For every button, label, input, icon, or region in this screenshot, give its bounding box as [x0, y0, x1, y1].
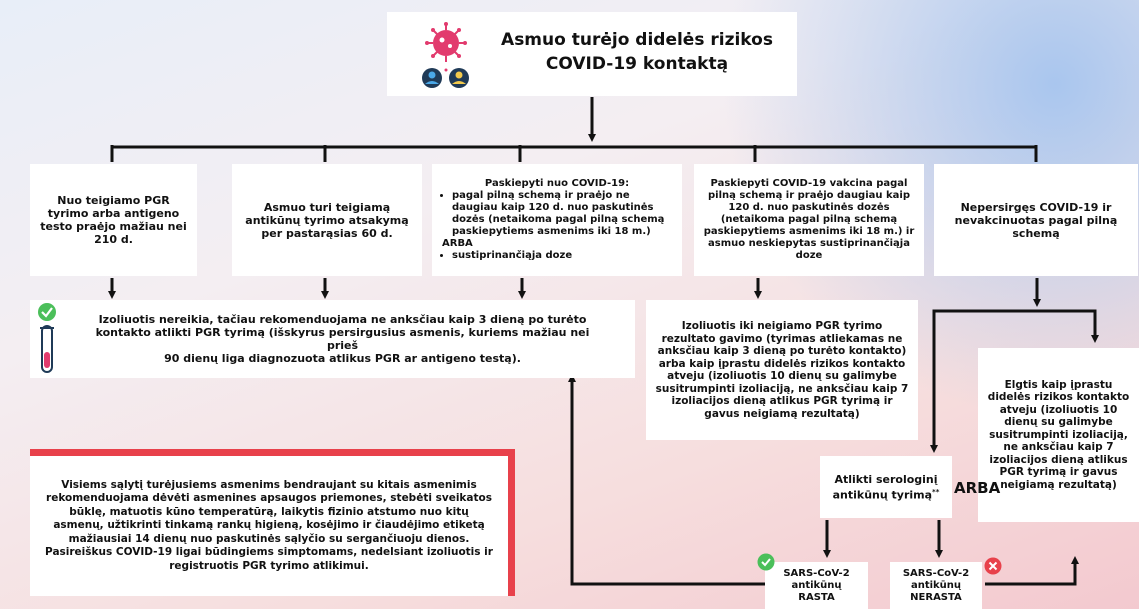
- virus-icon: [422, 22, 469, 88]
- arrow-to-usual: [1037, 309, 1099, 343]
- branch-box-vaccinated-recent: Paskiepyti nuo COVID-19: pagal pilną sch…: [432, 164, 682, 276]
- serology-text: Atlikti serologinį antikūnų tyrimą**: [828, 473, 944, 502]
- no-isolation-box: Izoliuotis nereikia, tačiau rekomenduoja…: [30, 300, 635, 378]
- branch-box-pcr-positive: Nuo teigiamo PGR tyrimo arba antigeno te…: [30, 164, 197, 276]
- isolate-until-pcr-box: Izoliuotis iki neigiamo PGR tyrimo rezul…: [646, 300, 918, 440]
- title-line-2: COVID-19 kontaktą: [545, 54, 729, 74]
- serology-footnote-mark: **: [932, 487, 940, 496]
- branch-list-vaccinated: pagal pilną schemą ir praėjo ne daugiau …: [442, 190, 672, 238]
- check-icon: [757, 553, 775, 571]
- arrow-notfound-to-usual: [985, 556, 1079, 586]
- branch-item-full-schema: pagal pilną schemą ir praėjo ne daugiau …: [452, 190, 672, 238]
- antibodies-not-found-text: SARS-CoV-2 antikūnų NERASTA: [902, 567, 970, 603]
- no-isolation-line-2: kontakto atlikti PGR tyrimą (išskyrus pe…: [95, 326, 590, 339]
- antibodies-found-box: SARS-CoV-2 antikūnų RASTA: [765, 562, 868, 609]
- test-tube-icon: [38, 303, 56, 373]
- branch-text-vaccinated-old: Paskiepyti COVID-19 vakcina pagal pilną …: [703, 178, 915, 261]
- no-isolation-line-3: prieš: [326, 339, 359, 352]
- branch-text-pcr-positive: Nuo teigiamo PGR tyrimo arba antigeno te…: [40, 194, 187, 246]
- branch-arba-label: ARBA: [442, 238, 473, 249]
- serology-label: Atlikti serologinį antikūnų tyrimą: [832, 472, 938, 502]
- no-isolation-text: Izoliuotis nereikia, tačiau rekomenduoja…: [90, 313, 595, 365]
- branch-list-booster: sustiprinančiąja doze: [442, 250, 672, 262]
- branch-head-vaccinated: Paskiepyti nuo COVID-19:: [484, 178, 630, 189]
- arrow-found-to-no-isolation: [568, 374, 770, 586]
- branch-box-unvaccinated: Nepersirgęs COVID-19 ir nevakcinuotas pa…: [934, 164, 1138, 276]
- general-advice-box: Visiems sąlytį turėjusiems asmenims bend…: [30, 449, 515, 596]
- cross-icon: [984, 557, 1002, 575]
- branch-text-antibodies: Asmuo turi teigiamą antikūnų tyrimo atsa…: [245, 200, 409, 240]
- arrow-to-serology: [930, 309, 1037, 453]
- title-text: Asmuo turėjo didelės rizikos COVID-19 ko…: [487, 28, 787, 76]
- serology-arba-label: ARBA: [954, 479, 1001, 497]
- no-isolation-line-4: 90 dienų liga diagnozuota atlikus PGR ar…: [164, 352, 521, 365]
- behave-usual-box: Elgtis kaip įprastu didelės rizikos kont…: [978, 348, 1139, 522]
- branch-item-booster: sustiprinančiąja doze: [452, 250, 672, 262]
- title-line-1: Asmuo turėjo didelės rizikos: [501, 30, 773, 50]
- antibodies-not-found-box: SARS-CoV-2 antikūnų NERASTA: [890, 562, 982, 609]
- no-isolation-line-1: Izoliuotis nereikia, tačiau rekomenduoja…: [98, 313, 587, 326]
- serology-box: Atlikti serologinį antikūnų tyrimą**: [820, 456, 952, 518]
- isolate-until-pcr-text: Izoliuotis iki neigiamo PGR tyrimo rezul…: [655, 320, 909, 420]
- antibodies-found-text: SARS-CoV-2 antikūnų RASTA: [783, 567, 850, 603]
- branch-box-vaccinated-old: Paskiepyti COVID-19 vakcina pagal pilną …: [694, 164, 924, 276]
- behave-usual-text: Elgtis kaip įprastu didelės rizikos kont…: [987, 378, 1130, 491]
- branch-text-unvaccinated: Nepersirgęs COVID-19 ir nevakcinuotas pa…: [954, 200, 1118, 240]
- branch-box-antibodies: Asmuo turi teigiamą antikūnų tyrimo atsa…: [232, 164, 422, 276]
- general-advice-text: Visiems sąlytį turėjusiems asmenims bend…: [45, 478, 493, 572]
- title-box: Asmuo turėjo didelės rizikos COVID-19 ko…: [387, 12, 797, 96]
